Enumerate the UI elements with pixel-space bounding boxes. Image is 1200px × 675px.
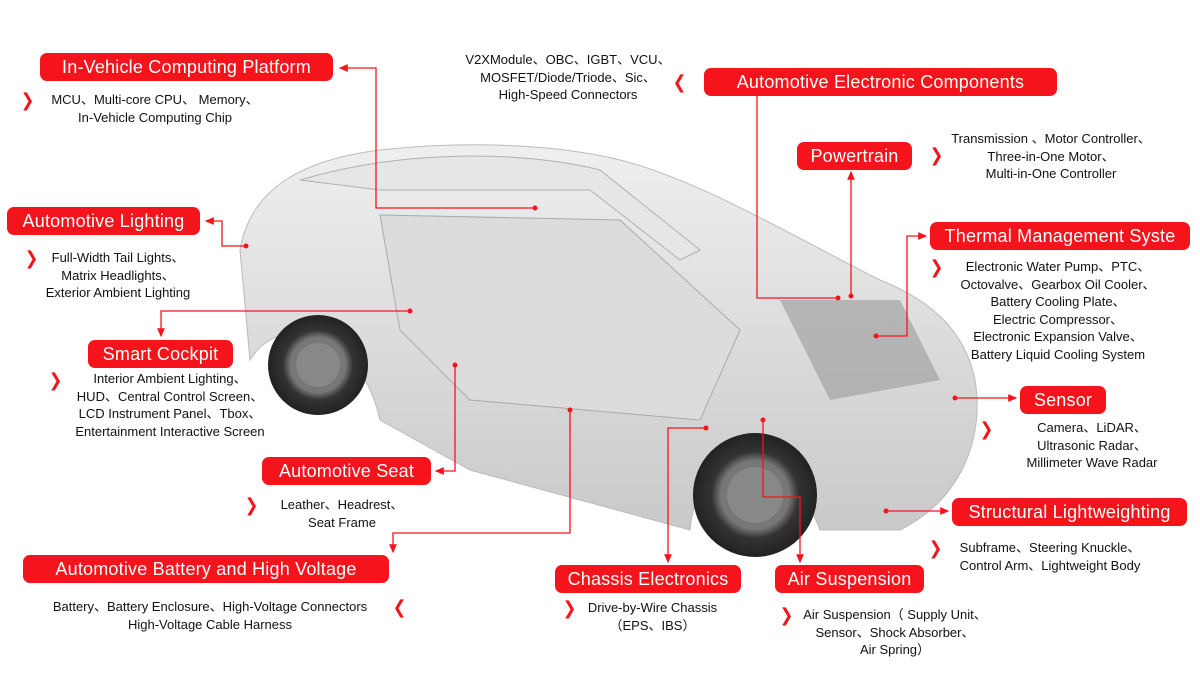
desc-line: V2XModule、OBC、IGBT、VCU、 xyxy=(465,52,671,67)
leader-cockpit xyxy=(157,310,410,338)
leader-electronic xyxy=(756,96,838,299)
desc-line: Multi-in-One Controller xyxy=(985,166,1117,181)
desc-line: Leather、Headrest、 xyxy=(280,497,404,512)
desc-line: Drive-by-Wire Chassis xyxy=(587,600,718,615)
desc-structural-lightweighting: Subframe、Steering Knuckle、 Control Arm、L… xyxy=(945,539,1155,574)
car-roof-frame xyxy=(299,155,701,261)
leader-seat xyxy=(434,365,456,475)
desc-line: Full-Width Tail Lights、 xyxy=(51,250,185,265)
tag-computing-platform: In-Vehicle Computing Platform xyxy=(40,53,333,81)
tag-automotive-lighting: Automotive Lighting xyxy=(7,207,200,235)
desc-smart-cockpit: Interior Ambient Lighting、 HUD、Central C… xyxy=(60,370,280,440)
leader-computing xyxy=(338,64,535,209)
desc-automotive-seat: Leather、Headrest、 Seat Frame xyxy=(272,496,412,531)
desc-line: High-Speed Connectors xyxy=(498,87,638,102)
desc-line: Battery、Battery Enclosure、High-Voltage C… xyxy=(52,599,368,614)
desc-air-suspension: Air Suspension（ Supply Unit、 Sensor、Shoc… xyxy=(795,606,995,659)
desc-line: Air Spring） xyxy=(859,642,931,657)
desc-line: Seat Frame xyxy=(308,514,376,530)
desc-automotive-lighting: Full-Width Tail Lights、 Matrix Headlight… xyxy=(30,249,206,302)
tag-powertrain: Powertrain xyxy=(797,142,912,170)
desc-line: Millimeter Wave Radar xyxy=(1026,455,1158,470)
tag-chassis-electronics: Chassis Electronics xyxy=(555,565,741,593)
chevron-right-icon: ❯ xyxy=(562,598,577,618)
desc-chassis-electronics: Drive-by-Wire Chassis （EPS、IBS） xyxy=(580,599,725,634)
chevron-right-icon: ❯ xyxy=(929,257,944,277)
desc-sensor: Camera、LiDAR、 Ultrasonic Radar、 Millimet… xyxy=(1012,419,1172,472)
car-engine-bay xyxy=(780,300,940,400)
chevron-right-icon: ❯ xyxy=(928,538,943,558)
tag-air-suspension: Air Suspension xyxy=(775,565,924,593)
desc-line: Exterior Ambient Lighting xyxy=(45,285,191,300)
tag-structural-lightweighting: Structural Lightweighting xyxy=(952,498,1187,526)
desc-line: Air Suspension（ Supply Unit、 xyxy=(803,607,987,622)
desc-thermal-management: Electronic Water Pump、PTC、 Octovalve、Gea… xyxy=(950,258,1166,363)
desc-line: Entertainment Interactive Screen xyxy=(75,423,265,439)
chevron-right-icon: ❯ xyxy=(979,419,994,439)
desc-line: Ultrasonic Radar、 xyxy=(1037,437,1147,453)
desc-line: Interior Ambient Lighting、 xyxy=(93,371,247,386)
chevron-right-icon: ❯ xyxy=(20,90,35,110)
leader-thermal xyxy=(876,232,928,337)
tag-electronic-components: Automotive Electronic Components xyxy=(704,68,1057,96)
tag-smart-cockpit: Smart Cockpit xyxy=(88,340,233,368)
leader-lighting xyxy=(204,217,246,247)
desc-computing-platform: MCU、Multi-core CPU、 Memory、 In-Vehicle C… xyxy=(40,91,270,126)
desc-line: Electronic Water Pump、PTC、 xyxy=(965,259,1151,274)
desc-line: Electric Compressor、 xyxy=(992,311,1124,327)
desc-line: HUD、Central Control Screen、 xyxy=(76,388,264,404)
chevron-right-icon: ❯ xyxy=(929,145,944,165)
desc-line: Transmission 、Motor Controller、 xyxy=(951,131,1151,146)
desc-line: Subframe、Steering Knuckle、 xyxy=(959,540,1141,555)
leader-suspension xyxy=(762,420,804,564)
chevron-left-icon: ❮ xyxy=(672,72,687,92)
tag-automotive-seat: Automotive Seat xyxy=(262,457,431,485)
desc-line: Matrix Headlights、 xyxy=(61,267,175,283)
desc-line: Battery Cooling Plate、 xyxy=(990,294,1126,309)
desc-line: High-Voltage Cable Harness xyxy=(127,616,293,632)
desc-line: In-Vehicle Computing Chip xyxy=(78,109,232,125)
leader-battery xyxy=(389,410,571,554)
desc-electronic-components: V2XModule、OBC、IGBT、VCU、 MOSFET/Diode/Tri… xyxy=(450,51,686,104)
chevron-right-icon: ❯ xyxy=(24,248,39,268)
desc-line: Three-in-One Motor、 xyxy=(987,148,1115,164)
desc-line: MCU、Multi-core CPU、 Memory、 xyxy=(51,92,259,107)
desc-line: Sensor、Shock Absorber、 xyxy=(815,624,975,640)
desc-powertrain: Transmission 、Motor Controller、 Three-in… xyxy=(940,130,1162,183)
car-interior xyxy=(379,214,741,421)
desc-line: Battery Liquid Cooling System xyxy=(970,346,1146,362)
tag-thermal-management: Thermal Management Syste xyxy=(930,222,1190,250)
desc-line: LCD Instrument Panel、Tbox、 xyxy=(78,406,262,421)
chevron-right-icon: ❯ xyxy=(244,495,259,515)
desc-line: Control Arm、Lightweight Body xyxy=(959,557,1141,573)
tag-battery-high-voltage: Automotive Battery and High Voltage xyxy=(23,555,389,583)
desc-line: Octovalve、Gearbox Oil Cooler、 xyxy=(960,276,1156,292)
desc-line: （EPS、IBS） xyxy=(609,617,696,633)
desc-line: MOSFET/Diode/Triode、Sic、 xyxy=(480,69,656,85)
desc-line: Electronic Expansion Valve、 xyxy=(973,329,1143,344)
desc-battery-high-voltage: Battery、Battery Enclosure、High-Voltage C… xyxy=(25,598,395,633)
chevron-right-icon: ❯ xyxy=(779,605,794,625)
chevron-left-icon: ❮ xyxy=(392,597,407,617)
chevron-right-icon: ❯ xyxy=(48,370,63,390)
desc-line: Camera、LiDAR、 xyxy=(1037,420,1147,435)
leader-chassis xyxy=(664,427,706,564)
tag-sensor: Sensor xyxy=(1020,386,1106,414)
